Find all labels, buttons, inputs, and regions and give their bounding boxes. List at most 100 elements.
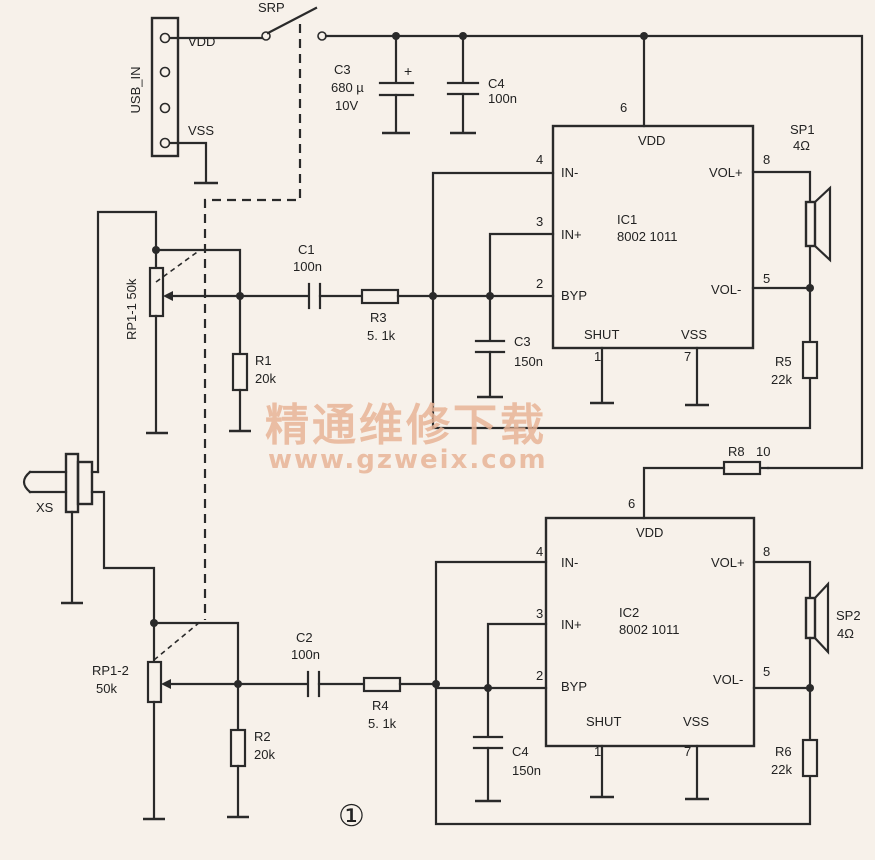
ic1-pin1: 1 [594,349,601,364]
ic1-pin6: 6 [620,100,627,115]
wire-ic1-in-minus [431,171,812,430]
sp2-value: 4Ω [837,626,854,641]
r3-value: 5. 1k [367,328,396,343]
resistor-r3 [360,288,400,305]
ic1-pin5: 5 [763,271,770,286]
usb-label: USB_IN [128,67,143,114]
usb-vdd-label: VDD [188,34,215,49]
c2-name: C2 [296,630,313,645]
ic1-vdd-label: VDD [638,133,665,148]
ic2-pin4: 4 [536,544,543,559]
ic1-pin2: 2 [536,276,543,291]
ic2-pin2: 2 [536,668,543,683]
c3-top-value: 680 µ [331,80,364,95]
c1-name: C1 [298,242,315,257]
wire-ic2-in-minus [434,560,812,826]
ic2-pin1: 1 [594,744,601,759]
wire-ic1-in-plus [488,232,555,298]
ic2-vss-label: VSS [683,714,709,729]
resistor-r5 [801,340,819,380]
ic2-in-minus-label: IN- [561,555,578,570]
capacitor-c3-electrolytic: + [378,34,415,135]
wire-usb-vss [168,141,208,184]
capacitor-c3-150n [474,294,506,399]
ic2-vdd-label: VDD [636,525,663,540]
c3-mid-name: C3 [514,334,531,349]
r5-value: 22k [771,372,792,387]
ic2-pin7: 7 [684,744,691,759]
c4-bot-name: C4 [512,744,529,759]
resistor-r2 [229,728,247,768]
jack-label: XS [36,500,54,515]
ic1-in-plus-label: IN+ [561,227,582,242]
r5-name: R5 [775,354,792,369]
ic1-in-minus-label: IN- [561,165,578,180]
sp1-value: 4Ω [793,138,810,153]
ic1-byp-label: BYP [561,288,587,303]
watermark-url: www.gzweix.com [268,445,548,475]
resistor-r4 [362,676,402,693]
ic2-pin5: 5 [763,664,770,679]
r3-name: R3 [370,310,387,325]
r4-name: R4 [372,698,389,713]
ic1-part: 8002 1011 [617,229,678,244]
r2-value: 20k [254,747,275,762]
wire-jack-to-rp1 [96,210,158,474]
c3-top-name: C3 [334,62,351,77]
wire-rp2-top [152,621,240,686]
r8-name: R8 [728,444,745,459]
wire-ic2-in-plus [486,622,548,690]
speaker-sp2 [804,581,830,655]
ic1-pin3: 3 [536,214,543,229]
rp1-2-value: 50k [96,681,117,696]
ic2-chip [544,516,756,748]
rp1-2-name: RP1-2 [92,663,129,678]
r1-value: 20k [255,371,276,386]
wire-jack-to-rp2 [90,490,156,622]
switch-label: SRP [258,0,285,15]
pot-rp1-2 [146,660,163,704]
ic1-pin4: 4 [536,152,543,167]
r6-name: R6 [775,744,792,759]
ic1-chip [551,124,755,350]
ic2-pin6: 6 [628,496,635,511]
ic1-volplus-label: VOL+ [709,165,743,180]
ic1-vss-label: VSS [681,327,707,342]
ic1-volminus-label: VOL- [711,282,741,297]
r1-name: R1 [255,353,272,368]
ic2-name: IC2 [619,605,639,620]
pot-rp1-1-link [155,249,201,283]
sp2-name: SP2 [836,608,861,623]
pot-rp1-1 [148,266,165,318]
usb-connector: USB_IN [128,16,180,158]
usb-vss-label: VSS [188,123,214,138]
ic2-byp-label: BYP [561,679,587,694]
ic2-volminus-label: VOL- [713,672,743,687]
wire-rp1-top [154,248,242,298]
wire-ic1-volplus [751,170,812,202]
r4-value: 5. 1k [368,716,397,731]
speaker-sp1 [804,185,832,263]
resistor-r1 [231,352,249,392]
ic2-pin8: 8 [763,544,770,559]
c3-top-voltage: 10V [335,98,358,113]
c4-bot-value: 150n [512,763,541,778]
ic1-name: IC1 [617,212,637,227]
c1-value: 100n [293,259,322,274]
r6-value: 22k [771,762,792,777]
c4-top-value: 100n [488,91,517,106]
wire-ic2-vdd [642,466,726,520]
r2-name: R2 [254,729,271,744]
wire-ic2-volplus [752,560,812,598]
sp1-name: SP1 [790,122,815,137]
ic2-shut-label: SHUT [586,714,621,729]
ic2-volplus-label: VOL+ [711,555,745,570]
ic1-pin7: 7 [684,349,691,364]
svg-text:+: + [404,63,412,79]
resistor-r8 [722,460,762,476]
figure-number: ① [338,799,365,834]
capacitor-c4-top [446,34,480,135]
watermark-chinese: 精通维修下载 [265,400,547,451]
capacitor-c4-150n [472,686,504,803]
